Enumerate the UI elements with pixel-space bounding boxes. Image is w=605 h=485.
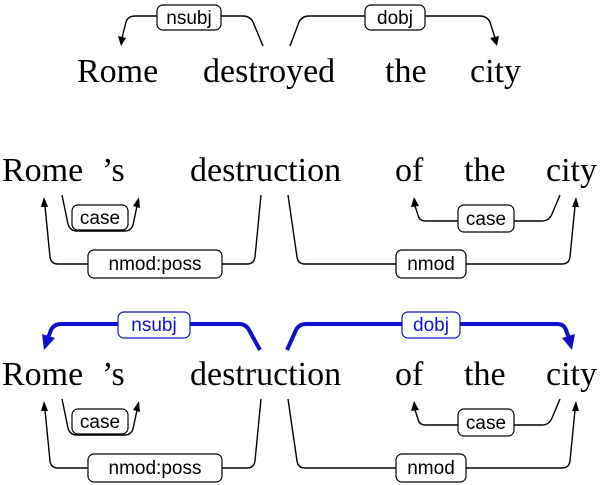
arc-case: [61, 194, 138, 232]
arrowhead-icon: [133, 401, 140, 412]
word-destruction: destruction: [190, 152, 341, 189]
arc-label-box: [87, 249, 223, 279]
word-city: city: [546, 152, 597, 189]
word-of: of: [395, 356, 424, 393]
arc-label-dobj: dobj: [377, 8, 413, 29]
arc-label-case: case: [466, 209, 506, 230]
arc-label-nmod-poss: nmod:poss: [109, 458, 202, 479]
arc-label-box: [457, 408, 515, 437]
arrowhead-icon: [41, 401, 48, 411]
arrowhead-icon: [133, 197, 140, 208]
arrowhead-icon: [490, 36, 499, 46]
arc-label-box: [401, 311, 461, 339]
arrowhead-icon: [118, 36, 126, 46]
arc-label-box: [117, 311, 191, 339]
arc-label-case: case: [80, 208, 120, 229]
word-of: of: [395, 152, 424, 189]
word-city: city: [546, 356, 597, 393]
arc-label-nmod-poss: nmod:poss: [109, 254, 202, 275]
arrowhead-icon: [411, 401, 419, 411]
arc-label-box: [71, 408, 129, 435]
arc-label-nsubj: nsubj: [131, 315, 176, 336]
arc-label-dobj: dobj: [413, 315, 449, 336]
word-city: city: [470, 53, 521, 90]
arc-label-case: case: [80, 412, 120, 433]
arc-label-box: [156, 4, 222, 31]
arrowhead-icon: [42, 334, 55, 350]
arc-label-box: [71, 204, 129, 231]
arc-label-nsubj: nsubj: [166, 8, 211, 29]
word-destroyed: destroyed: [203, 53, 335, 90]
arrowhead-icon: [572, 401, 579, 411]
panel-3: nsubj dobj Rome ’s destruction of the ci…: [2, 311, 597, 483]
panel-2: Rome ’s destruction of the city case nmo…: [2, 152, 597, 279]
arc-label-nmod: nmod: [407, 458, 455, 479]
arrowhead-icon: [572, 197, 579, 207]
arc-label-box: [87, 453, 223, 483]
arc-label-box: [457, 204, 515, 233]
arc-label-nmod: nmod: [407, 254, 455, 275]
panel-1: nsubj dobj Rome destroyed the city: [77, 4, 521, 90]
word-destruction: destruction: [190, 356, 341, 393]
arc-label-box: [364, 4, 426, 31]
arrowhead-icon: [562, 334, 575, 350]
word-possessive: ’s: [102, 152, 125, 189]
arc-label-box: [395, 453, 467, 483]
word-the: the: [464, 356, 506, 393]
word-rome: Rome: [2, 152, 83, 189]
word-the: the: [464, 152, 506, 189]
arrowhead-icon: [411, 197, 419, 207]
arrowhead-icon: [41, 197, 48, 207]
word-the: the: [385, 53, 427, 90]
word-rome: Rome: [2, 356, 83, 393]
word-rome: Rome: [77, 53, 158, 90]
arc-label-case: case: [466, 413, 506, 434]
arc-case: [61, 398, 138, 436]
word-possessive: ’s: [102, 356, 125, 393]
arc-label-box: [395, 249, 467, 279]
